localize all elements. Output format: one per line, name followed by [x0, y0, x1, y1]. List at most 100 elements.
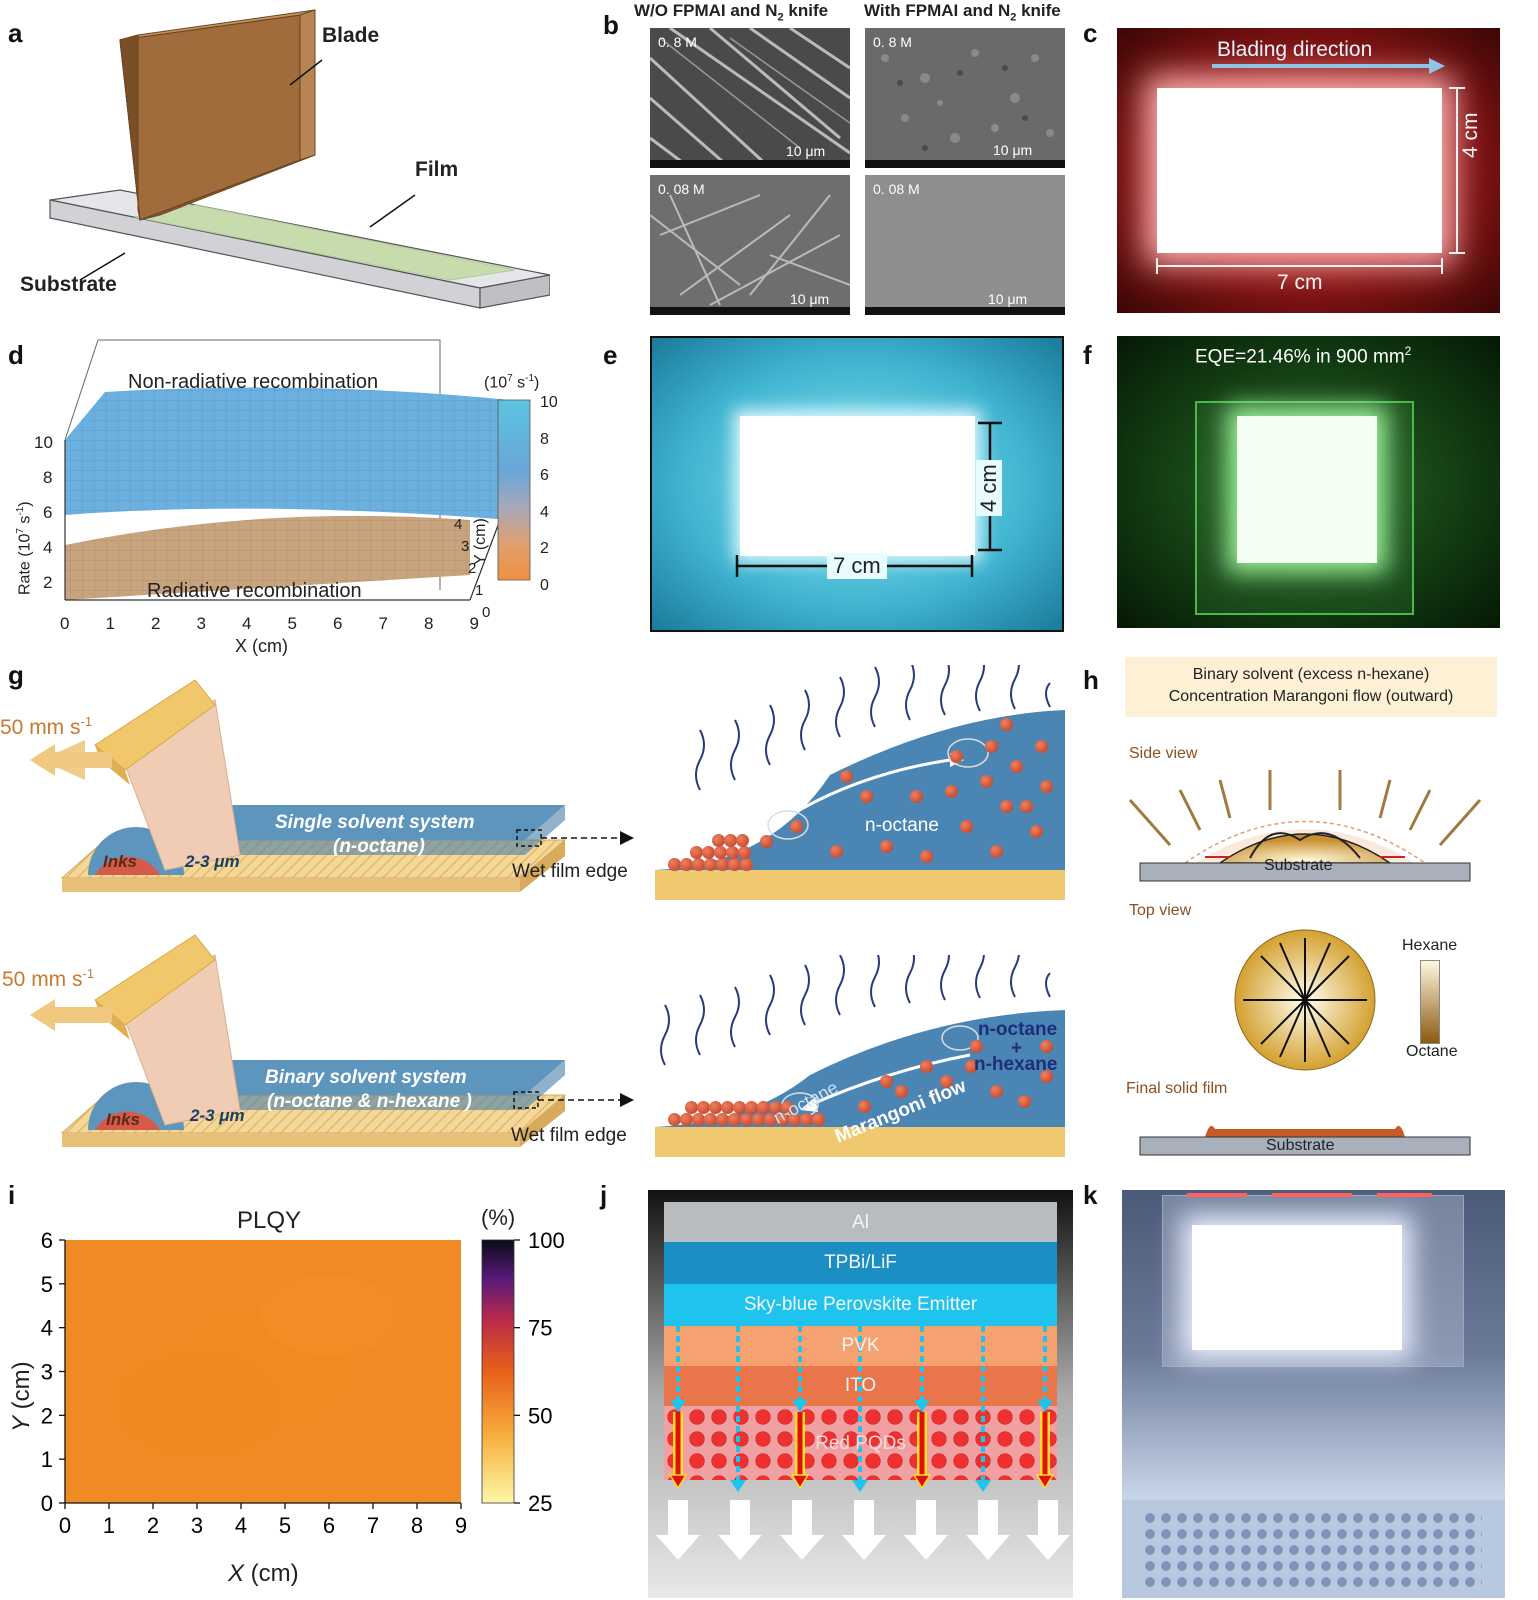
quantum-dot: [690, 846, 703, 859]
top-view-droplet-diagram: [1234, 929, 1376, 1071]
inks-label: Inks: [103, 852, 138, 871]
sem-image-without-low: [650, 175, 850, 315]
quantum-dot: [990, 845, 1003, 858]
width-label: 7 cm: [827, 553, 887, 579]
x-tick-label: 6: [333, 614, 343, 633]
quantum-dot: [680, 858, 693, 871]
sem-column-heading-without: W/O FPMAI and N2 knife: [634, 1, 829, 24]
binary-solvent-label: Binary solvent system: [265, 1067, 467, 1088]
quantum-dot: [709, 1101, 722, 1114]
panel-label-a: a: [8, 18, 23, 48]
x-tick-label: 8: [411, 1513, 423, 1538]
panel-label-h: h: [1083, 665, 1099, 695]
quantum-dot: [757, 1101, 770, 1114]
quantum-dot: [880, 840, 893, 853]
x-tick-label: 2: [147, 1513, 159, 1538]
y-tick-label: 3: [41, 1360, 53, 1385]
quantum-dot: [668, 1113, 681, 1126]
quantum-dot: [1000, 718, 1013, 731]
quantum-dot: [685, 1101, 698, 1114]
quantum-dot: [716, 1113, 729, 1126]
y-tick-label: 3: [461, 538, 470, 555]
quantum-dot: [1000, 800, 1013, 813]
layer-pvk: PVK: [841, 1335, 880, 1356]
quantum-dot: [692, 858, 705, 871]
panel-label-f: f: [1083, 340, 1092, 370]
sem-image-with-high: [865, 28, 1065, 168]
quantum-dot: [728, 858, 741, 871]
quantum-dot: [733, 1101, 746, 1114]
quantum-dot: [910, 790, 923, 803]
quantum-dot: [760, 835, 773, 848]
x-tick-label: 1: [103, 1513, 115, 1538]
sem-conc-label: 0. 8 M: [873, 34, 912, 50]
quantum-dot: [920, 1060, 933, 1073]
x-tick-label: 0: [60, 614, 70, 633]
layer-red-pqds: Red PQDs: [815, 1433, 906, 1454]
binary-solvent-marangoni-schematic: [655, 955, 1065, 1157]
rate-axis-label: Rate (107 s-1): [15, 501, 34, 595]
quantum-dot: [712, 834, 725, 847]
quantum-dot: [830, 845, 843, 858]
x-tick-label: 5: [287, 614, 297, 633]
quantum-dot: [692, 1113, 705, 1126]
quantum-dot: [860, 790, 873, 803]
quantum-dot: [945, 785, 958, 798]
sem-image-with-low: [865, 175, 1065, 315]
quantum-dot: [980, 775, 993, 788]
binary-solvent-coating-schematic: [30, 934, 634, 1147]
sem-conc-label: 0. 08 M: [873, 181, 920, 197]
quantum-dot: [788, 1113, 801, 1126]
colorbar-tick-label: 25: [528, 1491, 552, 1516]
quantum-dot: [776, 1113, 789, 1126]
nonradiative-label: Non-radiative recombination: [128, 371, 379, 393]
y-tick-label: 1: [475, 582, 484, 599]
blading-direction-label: Blading direction: [1217, 38, 1373, 61]
plqy-title: PLQY: [237, 1207, 302, 1234]
colorbar-tick-label: 2: [540, 540, 549, 557]
quantum-dot: [704, 858, 717, 871]
blade-label: Blade: [322, 24, 380, 47]
y-tick-label: 4: [454, 516, 463, 533]
sem-column-heading-with: With FPMAI and N2 knife: [864, 1, 1061, 24]
final-film-diagram: [1139, 1125, 1471, 1156]
y-tick-label: 6: [41, 1228, 53, 1253]
side-substrate-label: Substrate: [1264, 857, 1333, 874]
quantum-dot: [1010, 760, 1023, 773]
quantum-dot: [812, 1113, 825, 1126]
sem-conc-label: 0. 08 M: [658, 181, 705, 197]
quantum-dot: [745, 1101, 758, 1114]
x-tick-label: 2: [151, 614, 161, 633]
blue-device-photo: 7 cm 4 cm: [650, 336, 1064, 632]
sem-scale-bar: 10 μm: [786, 143, 826, 159]
green-device-photo: EQE=21.46% in 900 mm2: [1117, 336, 1500, 628]
colorbar-tick-label: 6: [540, 467, 549, 484]
layer-tpbi: TPBi/LiF: [824, 1252, 897, 1273]
wet-film-edge-label: Wet film edge: [512, 861, 628, 882]
layer-emitter: Sky-blue Perovskite Emitter: [743, 1294, 978, 1315]
blade-speed-label: 50 mm s-1: [0, 714, 93, 739]
y-tick-label: 0: [41, 1491, 53, 1516]
colorbar-tick-label: 50: [528, 1403, 552, 1428]
colorbar-tick-label: 10: [540, 394, 558, 411]
quantum-dot: [985, 740, 998, 753]
rate-tick-label: 10: [34, 433, 53, 452]
panel-label-c: c: [1083, 18, 1098, 48]
quantum-dot: [840, 770, 853, 783]
quantum-dot: [697, 1101, 710, 1114]
y-tick-label: 0: [482, 604, 491, 621]
quantum-dot: [740, 1113, 753, 1126]
radiative-label: Radiative recombination: [147, 580, 362, 602]
y-axis-label: Y (cm): [472, 518, 489, 565]
x-tick-label: 1: [105, 614, 115, 633]
rate-tick-label: 4: [43, 538, 53, 557]
x-tick-label: 5: [279, 1513, 291, 1538]
rate-tick-label: 8: [43, 468, 53, 487]
quantum-dot: [736, 834, 749, 847]
marble-array: [1142, 1510, 1482, 1590]
quantum-dot: [668, 858, 681, 871]
blade-coating-diagram: [49, 9, 550, 309]
quantum-dot: [1035, 740, 1048, 753]
quantum-dot: [1020, 800, 1033, 813]
